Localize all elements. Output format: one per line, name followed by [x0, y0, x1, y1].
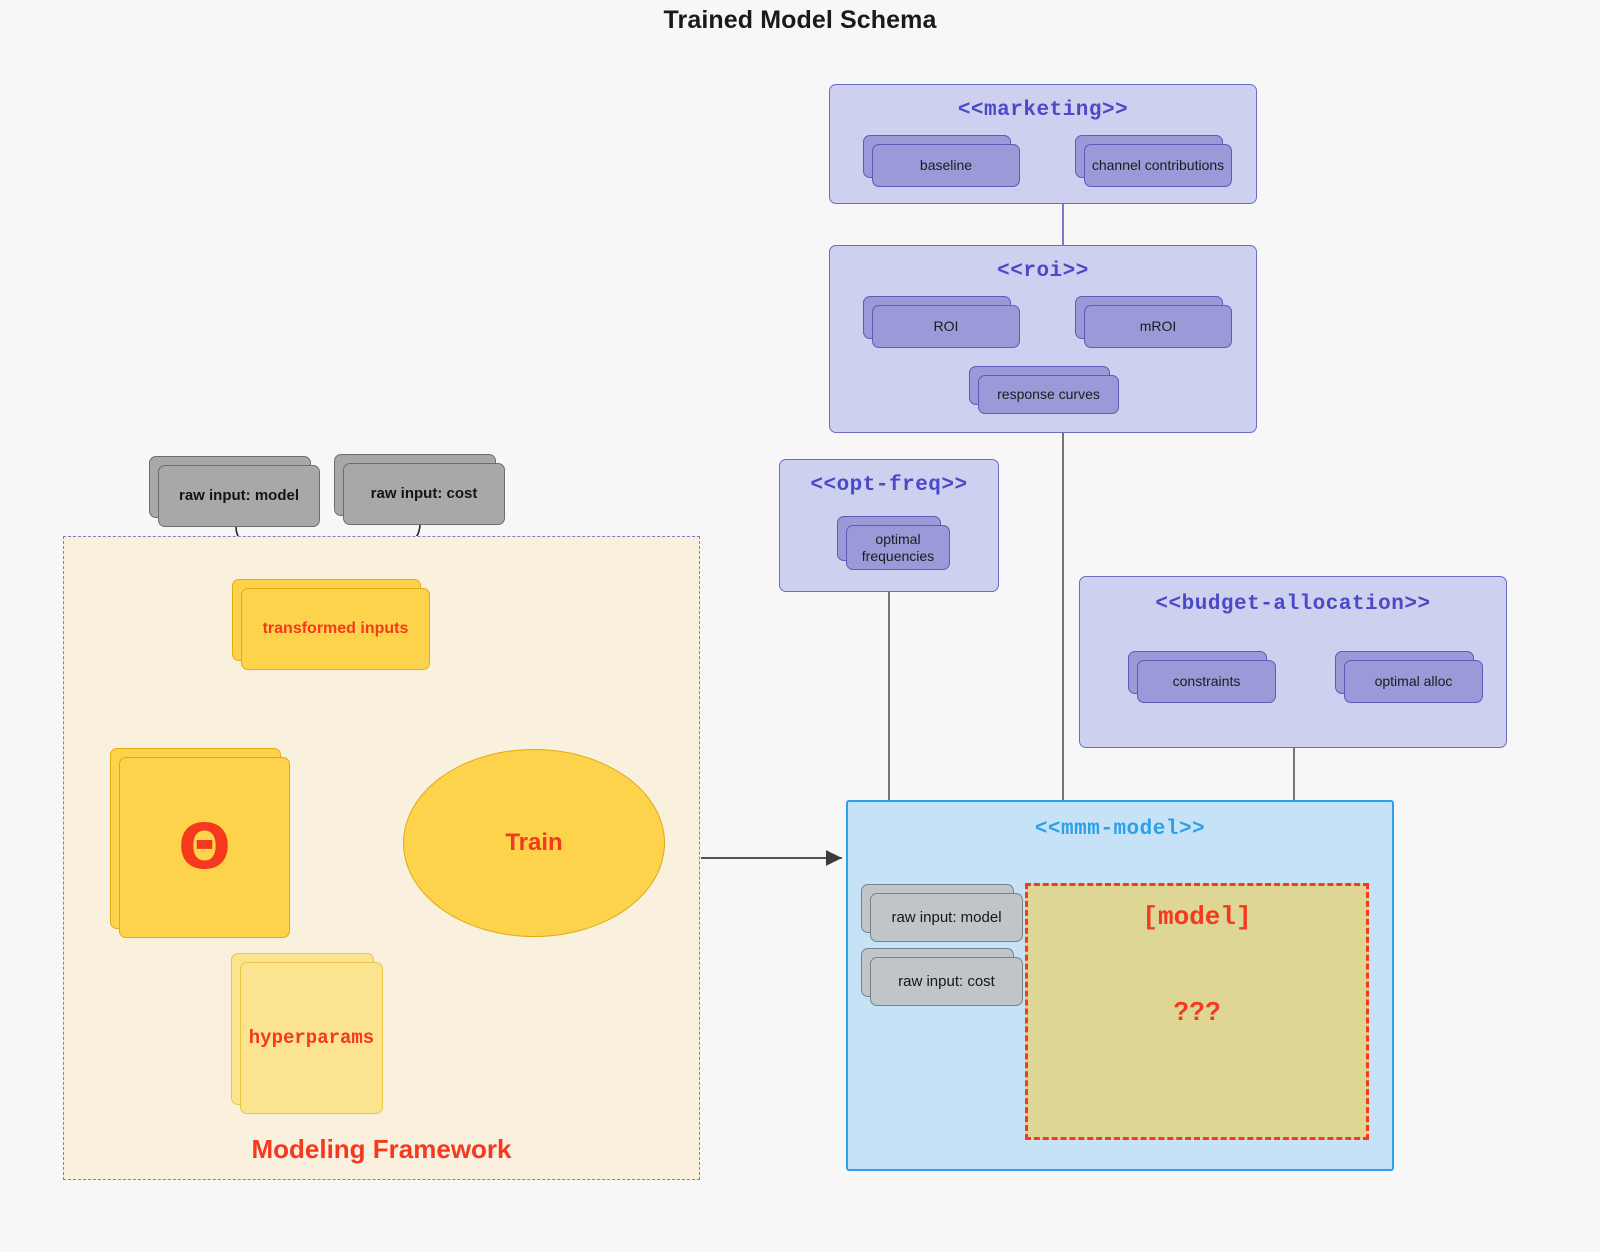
page-title: Trained Model Schema	[663, 6, 937, 34]
package-marketing-title: <<marketing>>	[957, 99, 1129, 122]
package-marketing[interactable]: <<marketing>> baseline channel contribut…	[829, 84, 1257, 204]
node-mmm-raw-input-model[interactable]: raw input: model	[861, 884, 1023, 942]
node-theta[interactable]: Θ	[110, 748, 290, 938]
node-optimal-alloc-label: optimal alloc	[1344, 660, 1483, 703]
package-budget-allocation-title: <<budget-allocation>>	[1155, 593, 1431, 616]
node-optimal-alloc[interactable]: optimal alloc	[1335, 651, 1483, 703]
node-constraints-label: constraints	[1137, 660, 1276, 703]
node-raw-input-model-label: raw input: model	[158, 465, 320, 527]
node-baseline[interactable]: baseline	[863, 135, 1020, 187]
node-raw-input-cost[interactable]: raw input: cost	[334, 454, 505, 525]
node-mroi-label: mROI	[1084, 305, 1232, 348]
node-optimal-frequencies-label: optimal frequencies	[846, 525, 950, 570]
node-train-label: Train	[505, 829, 563, 856]
node-raw-input-cost-label: raw input: cost	[343, 463, 505, 525]
node-mmm-raw-input-cost[interactable]: raw input: cost	[861, 948, 1023, 1006]
package-opt-freq-title: <<opt-freq>>	[810, 474, 968, 497]
model-placeholder-box[interactable]: [model] ???	[1025, 883, 1369, 1140]
node-mroi[interactable]: mROI	[1075, 296, 1232, 348]
node-channel-contributions-label: channel contributions	[1084, 144, 1232, 187]
node-response-curves-label: response curves	[978, 375, 1119, 414]
node-mmm-raw-input-model-label: raw input: model	[870, 893, 1023, 942]
model-placeholder-unknown: ???	[1173, 996, 1221, 1026]
node-raw-input-model[interactable]: raw input: model	[149, 456, 320, 527]
node-transformed-inputs-label: transformed inputs	[241, 588, 430, 670]
node-response-curves[interactable]: response curves	[969, 366, 1119, 414]
node-channel-contributions[interactable]: channel contributions	[1075, 135, 1232, 187]
node-baseline-label: baseline	[872, 144, 1020, 187]
node-hyperparams[interactable]: hyperparams	[231, 953, 383, 1114]
node-hyperparams-label: hyperparams	[240, 962, 383, 1114]
node-transformed-inputs[interactable]: transformed inputs	[232, 579, 430, 670]
node-constraints[interactable]: constraints	[1128, 651, 1276, 703]
package-roi[interactable]: <<roi>> ROI mROI response curves	[829, 245, 1257, 433]
package-opt-freq[interactable]: <<opt-freq>> optimal frequencies	[779, 459, 999, 592]
modeling-framework-label: Modeling Framework	[251, 1134, 512, 1164]
node-roi[interactable]: ROI	[863, 296, 1020, 348]
model-placeholder-label: [model]	[1142, 902, 1252, 932]
package-mmm-model-title: <<mmm-model>>	[1034, 818, 1206, 841]
node-mmm-raw-input-cost-label: raw input: cost	[870, 957, 1023, 1006]
node-theta-label: Θ	[119, 757, 290, 938]
node-optimal-frequencies[interactable]: optimal frequencies	[837, 516, 950, 570]
package-roi-title: <<roi>>	[997, 260, 1089, 283]
node-train[interactable]: Train	[403, 749, 665, 937]
package-budget-allocation[interactable]: <<budget-allocation>> constraints optima…	[1079, 576, 1507, 748]
node-roi-label: ROI	[872, 305, 1020, 348]
